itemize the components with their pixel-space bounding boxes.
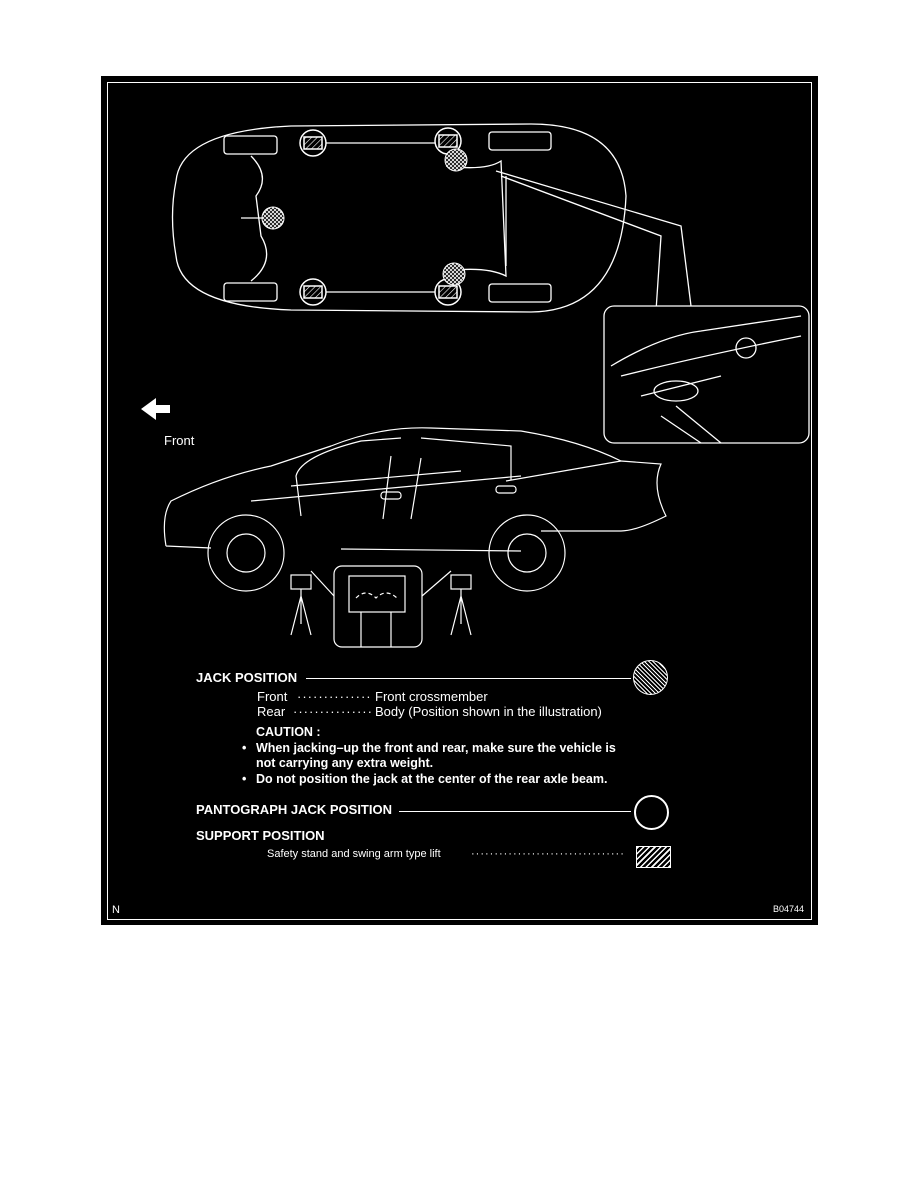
rear-value: Body (Position shown in the illustration… — [375, 704, 602, 719]
vehicle-illustrations — [141, 123, 810, 648]
caution-item-2: Do not position the jack at the center o… — [256, 772, 608, 786]
panel-border — [107, 82, 812, 920]
jack-markers-top — [261, 148, 468, 286]
caution-item-1-cont: not carrying any extra weight. — [256, 756, 434, 770]
support-markers-top — [299, 127, 462, 306]
top-view-car — [171, 123, 810, 444]
front-arrow-icon — [141, 398, 170, 420]
dot-leader: ·············· — [297, 689, 372, 704]
leader-line — [306, 678, 631, 679]
front-direction-label: Front — [164, 433, 195, 448]
pantograph-symbol — [634, 795, 669, 830]
support-item: Safety stand and swing arm type lift — [267, 848, 441, 860]
support-symbol — [636, 846, 671, 868]
caution-heading: CAUTION : — [256, 725, 321, 739]
front-label: Front — [257, 689, 288, 704]
caution-bullet: • — [242, 772, 247, 786]
corner-mark: N — [112, 904, 120, 916]
jack-position-heading: JACK POSITION — [196, 670, 298, 685]
dot-leader: ··············· — [293, 704, 373, 719]
jacking-diagram-panel: Front JACK POSITION Front ··············… — [101, 76, 818, 925]
front-value: Front crossmember — [375, 689, 488, 704]
leader-line — [399, 811, 631, 812]
jack-position-symbol — [633, 660, 668, 695]
support-position-heading: SUPPORT POSITION — [196, 828, 325, 843]
caution-item-1: When jacking–up the front and rear, make… — [256, 741, 616, 755]
side-view-car — [163, 427, 667, 648]
pantograph-heading: PANTOGRAPH JACK POSITION — [196, 802, 392, 817]
rear-label: Rear — [257, 704, 286, 719]
figure-code: B04744 — [773, 904, 805, 914]
caution-bullet: • — [242, 741, 247, 755]
dot-leader: ································· — [471, 848, 625, 860]
